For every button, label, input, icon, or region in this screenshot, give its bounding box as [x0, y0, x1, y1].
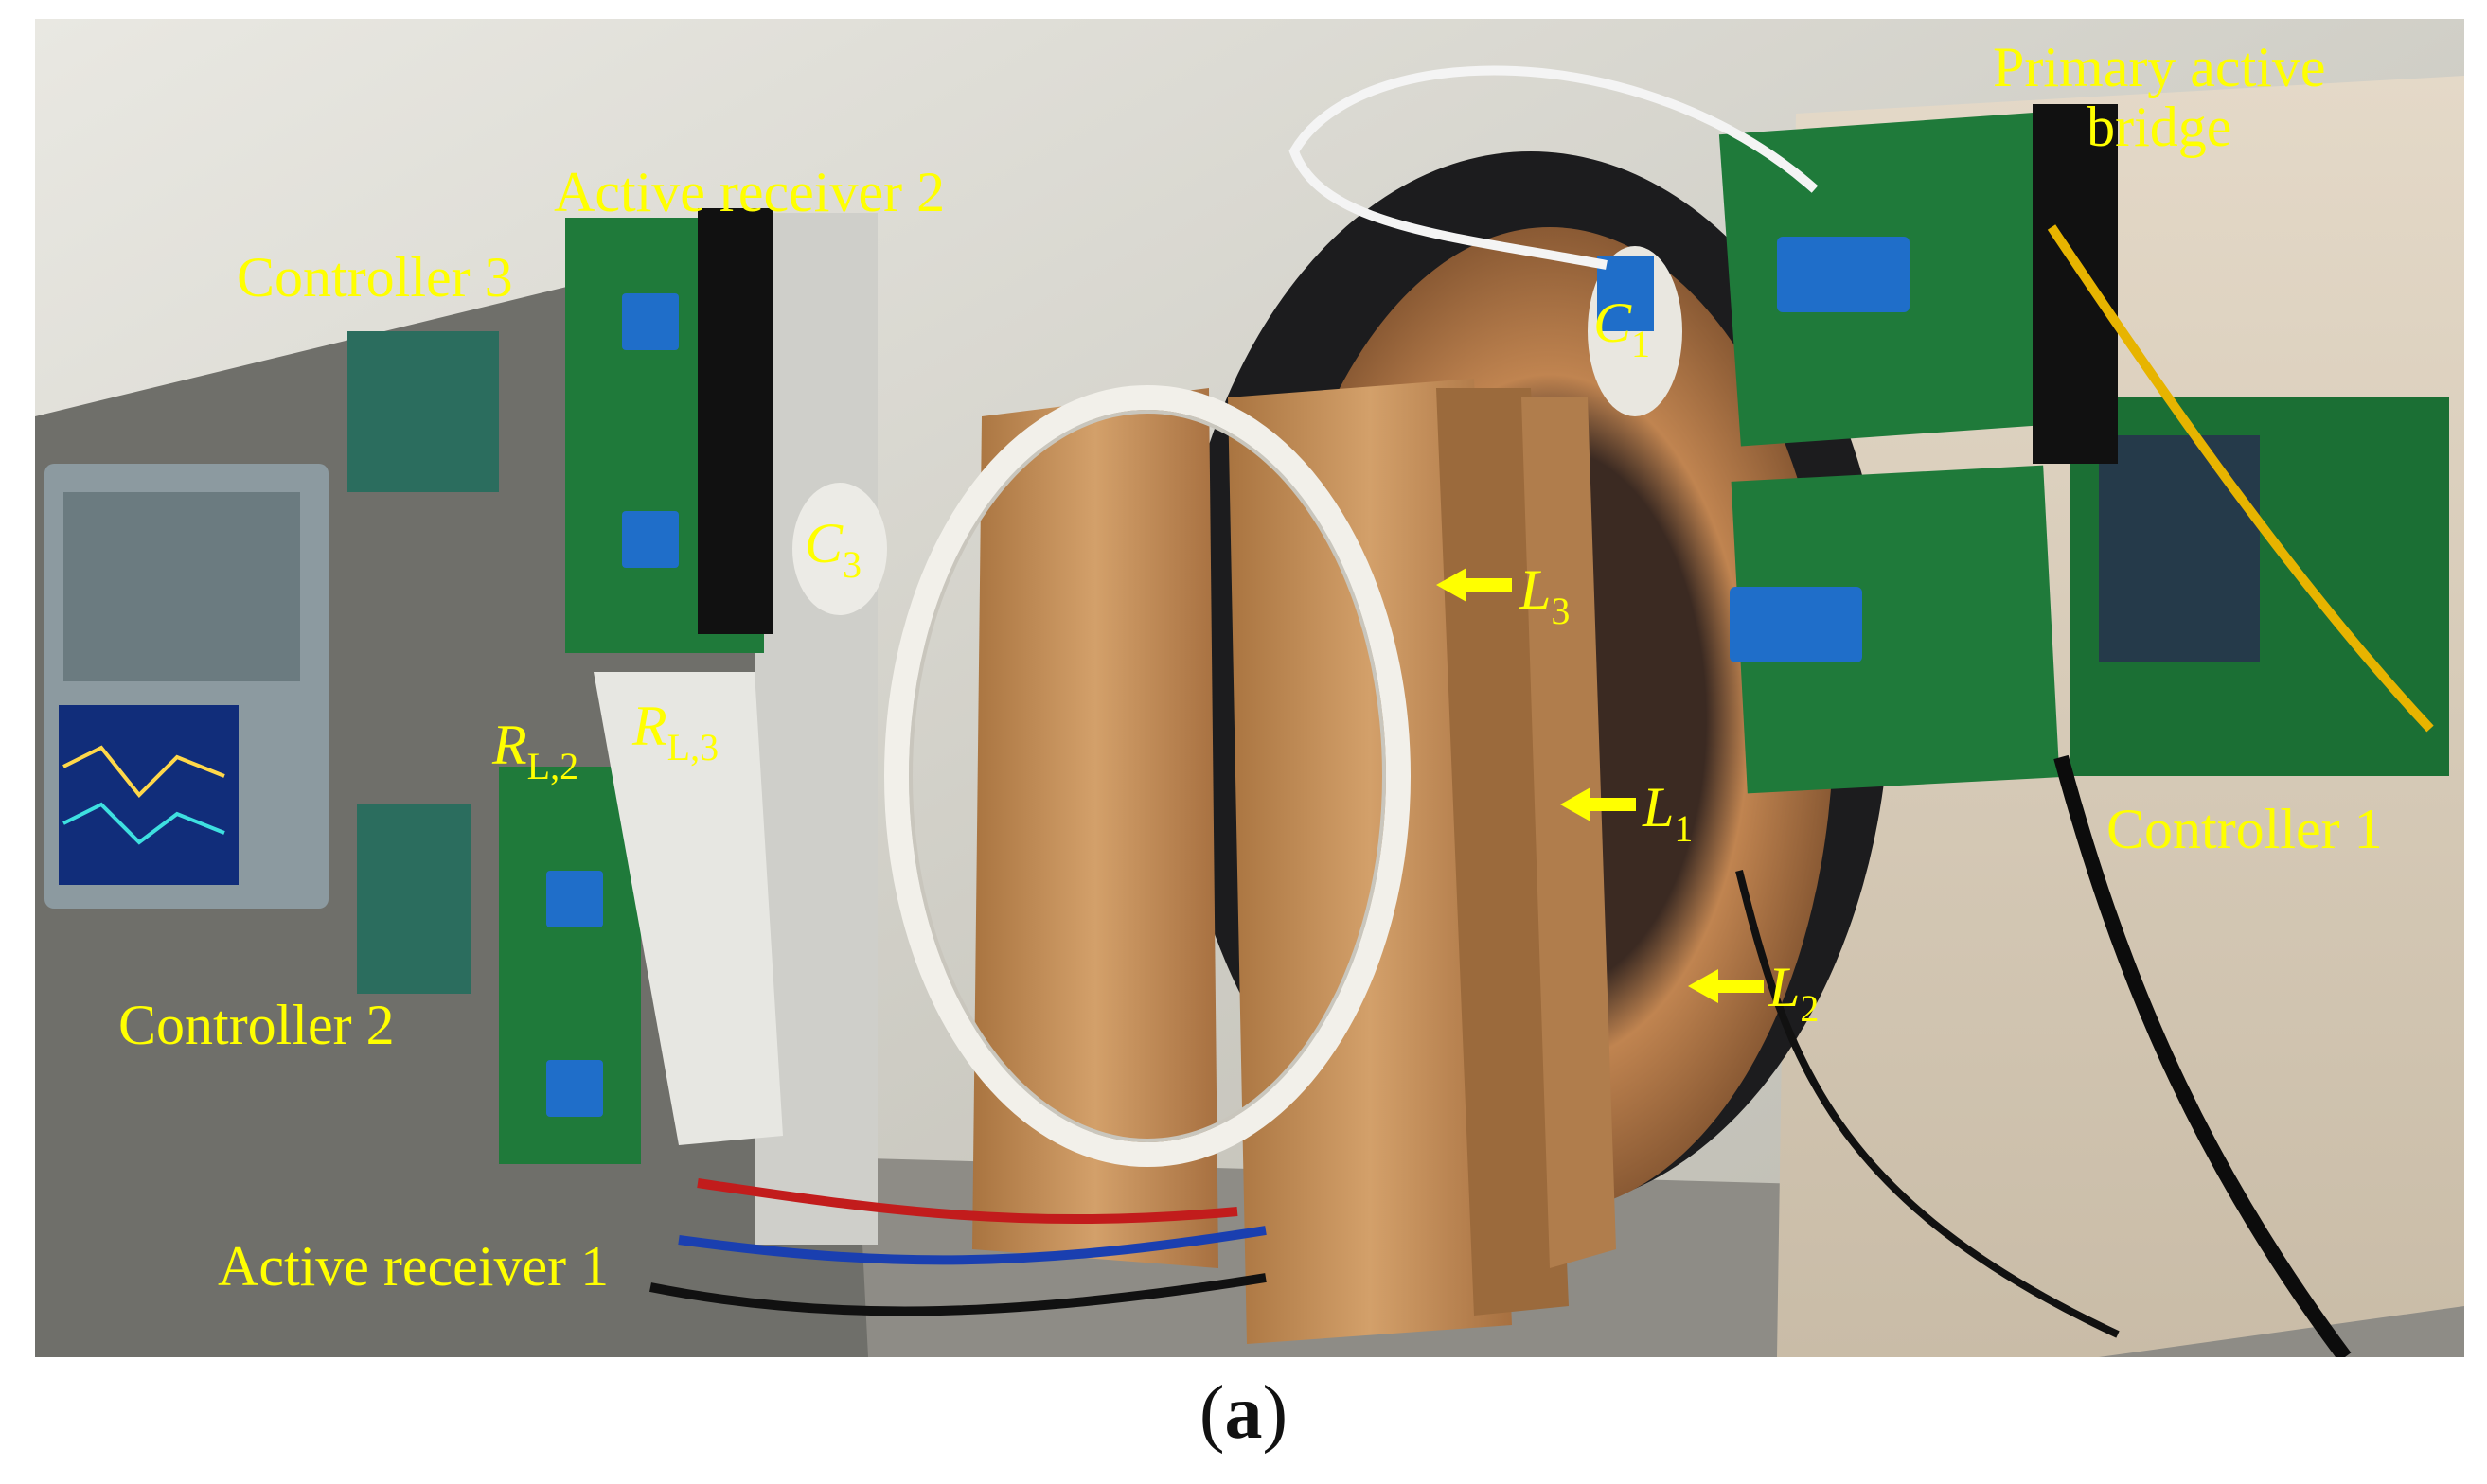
label-primary-active-bridge: Primary active bridge: [1993, 38, 2326, 157]
caption-open-paren: (: [1199, 1371, 1225, 1455]
label-controller-3: Controller 3: [237, 246, 513, 309]
caption-close-paren: ): [1262, 1371, 1288, 1455]
arrow-l1-icon: [1560, 787, 1636, 822]
label-c1: C1: [1593, 292, 1650, 364]
figure-caption: (a): [0, 1370, 2487, 1457]
resistor-heatsink: [594, 672, 783, 1145]
label-rl3-symbol: R: [632, 695, 667, 757]
label-l3: L3: [1519, 558, 1570, 631]
label-rl3: RL,3: [632, 695, 719, 768]
blue-components: [546, 237, 1910, 1117]
wires: [649, 65, 2434, 1357]
label-l2-symbol: L: [1768, 956, 1801, 1018]
label-c3: C3: [805, 512, 862, 585]
label-primary-active-bridge-line2: bridge: [2087, 96, 2232, 158]
label-l2: L2: [1768, 956, 1819, 1029]
label-l1-subscript: 1: [1674, 807, 1694, 850]
label-rl2: RL,2: [492, 714, 578, 786]
white-coil-l3: [884, 385, 1411, 1167]
label-active-receiver-2: Active receiver 2: [554, 161, 946, 223]
label-rl2-symbol: R: [492, 714, 527, 776]
label-c3-subscript: 3: [843, 543, 862, 586]
label-c1-symbol: C: [1593, 292, 1632, 354]
arrow-l2-icon: [1688, 969, 1764, 1003]
label-l1-symbol: L: [1643, 776, 1675, 839]
heatsink-receiver2: [698, 208, 773, 634]
label-l3-symbol: L: [1519, 558, 1552, 621]
oscilloscope: [44, 464, 329, 909]
heatsink-primary: [2033, 104, 2118, 464]
arrow-l3-icon: [1436, 568, 1512, 602]
pcb-boards: [347, 112, 2449, 1164]
caption-letter: a: [1224, 1371, 1263, 1455]
label-l1: L1: [1643, 776, 1693, 849]
label-l3-subscript: 3: [1551, 590, 1571, 632]
label-l2-subscript: 2: [1800, 987, 1820, 1030]
label-rl2-subscript: L,2: [526, 745, 579, 787]
testbed-photo: [35, 19, 2464, 1357]
label-rl3-subscript: L,3: [666, 726, 719, 768]
label-c3-symbol: C: [805, 512, 844, 574]
label-controller-2: Controller 2: [118, 994, 395, 1056]
label-primary-active-bridge-line1: Primary active: [1993, 36, 2326, 98]
wood-boards: [972, 379, 1616, 1344]
label-c1-subscript: 1: [1631, 323, 1651, 365]
label-controller-1: Controller 1: [2106, 798, 2383, 860]
label-active-receiver-1: Active receiver 1: [218, 1235, 610, 1298]
